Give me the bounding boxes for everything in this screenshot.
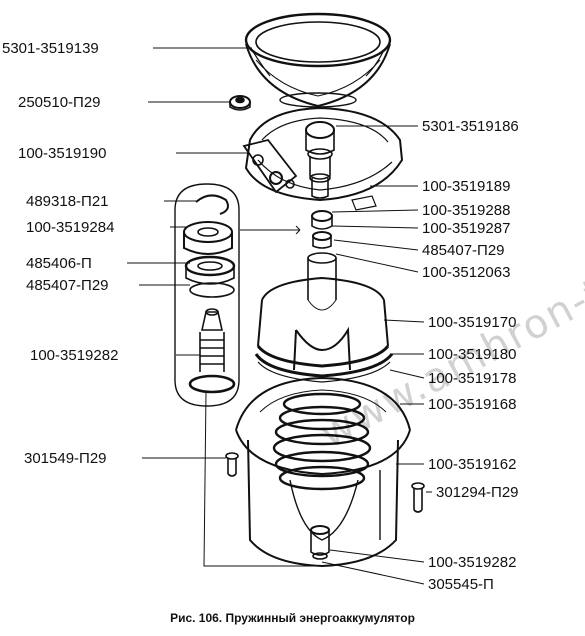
- piston-seals: [311, 210, 333, 249]
- guide-tube: [307, 252, 337, 300]
- part-label-100-3519287: 100-3519287: [422, 220, 511, 237]
- part-label-100-3519189: 100-3519189: [422, 178, 511, 195]
- bottom-fitting: [310, 525, 330, 560]
- retaining-ring: [195, 194, 229, 215]
- part-label-100-3519282-left: 100-3519282: [30, 347, 119, 364]
- part-label-100-3519162: 100-3519162: [428, 456, 517, 473]
- upper-housing-flange: [242, 106, 404, 211]
- spring-housing: [235, 376, 411, 568]
- part-label-100-3519284: 100-3519284: [26, 219, 115, 236]
- piston-head: [305, 121, 335, 199]
- part-label-100-3519288: 100-3519288: [422, 202, 511, 219]
- mounting-bolt-right: [411, 482, 425, 513]
- diaphragm-cap: [244, 12, 392, 108]
- part-label-489318-p21: 489318-П21: [26, 193, 109, 210]
- part-label-485407-p29-right: 485407-П29: [422, 242, 505, 259]
- part-label-485406-p: 485406-П: [26, 255, 92, 272]
- part-label-305545-p: 305545-П: [428, 576, 494, 593]
- mounting-bolt-left: [225, 452, 239, 477]
- small-nut: [229, 95, 251, 111]
- part-label-485407-p29: 485407-П29: [26, 277, 109, 294]
- release-bolt: [188, 308, 236, 394]
- part-label-250510-p29: 250510-П29: [18, 94, 101, 111]
- piston-rings: [254, 345, 394, 383]
- piston-body: [257, 276, 389, 371]
- capsule-outline: [174, 183, 240, 407]
- bearing-washer: [184, 255, 236, 285]
- lock-washer: [189, 282, 235, 298]
- part-label-301294-p29: 301294-П29: [436, 484, 519, 501]
- part-label-100-3519178: 100-3519178: [428, 370, 517, 387]
- part-label-100-3519170: 100-3519170: [428, 314, 517, 331]
- part-label-5301-3519186: 5301-3519186: [422, 118, 519, 135]
- part-label-100-3519168: 100-3519168: [428, 396, 517, 413]
- part-label-301549-p29: 301549-П29: [24, 450, 107, 467]
- part-label-100-3519190: 100-3519190: [18, 145, 107, 162]
- part-label-5301-3519139: 5301-3519139: [2, 40, 99, 57]
- power-spring: [272, 392, 372, 491]
- figure-caption: Рис. 106. Пружинный энергоаккумулятор: [170, 611, 415, 625]
- adjusting-nut: [183, 221, 233, 255]
- leader-lines: [127, 47, 432, 585]
- part-label-100-3512063: 100-3512063: [422, 264, 511, 281]
- part-label-100-3519180: 100-3519180: [428, 346, 517, 363]
- part-label-100-3519282-right: 100-3519282: [428, 554, 517, 571]
